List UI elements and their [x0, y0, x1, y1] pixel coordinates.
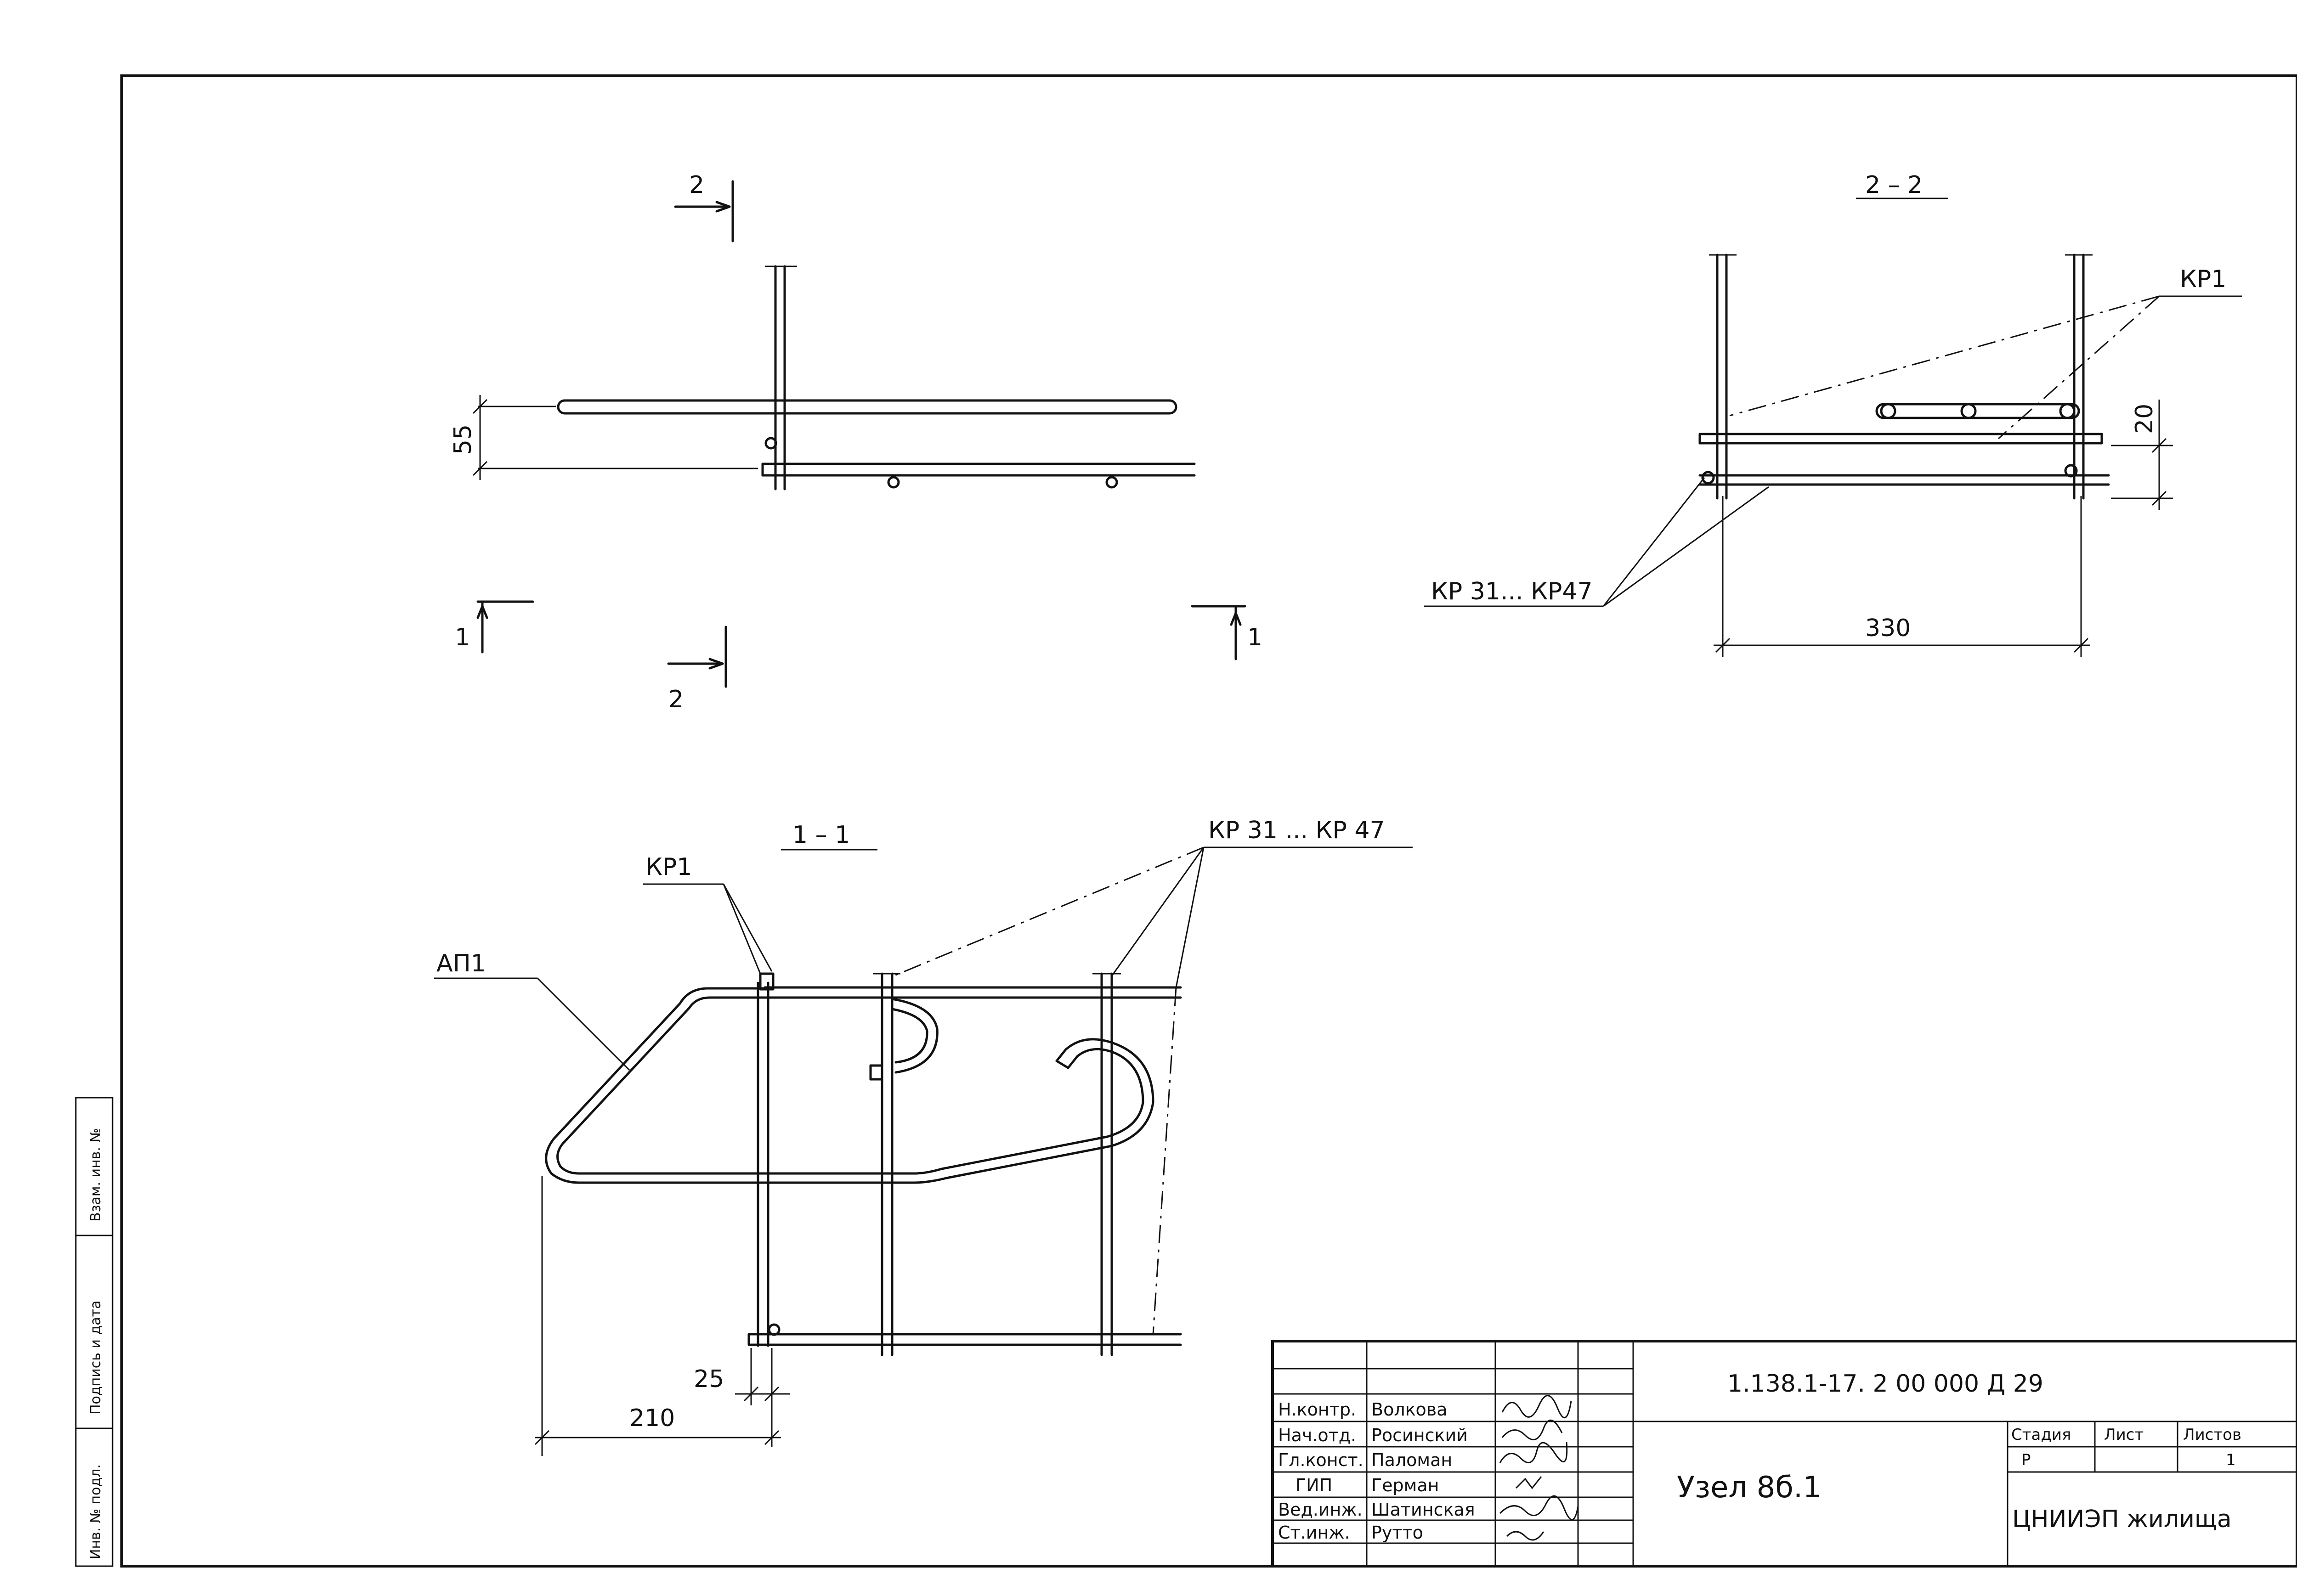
- label-kr1-right: КР1: [2180, 265, 2226, 293]
- title-block: 1.138.1-17. 2 00 000 Д 29 Узел 8б.1 Стад…: [1271, 1340, 2297, 1568]
- dim-330: 330: [1865, 615, 1911, 642]
- signature-4: [1499, 1495, 1579, 1521]
- dim-20: 20: [2131, 404, 2158, 434]
- signature-5: [1506, 1531, 1545, 1541]
- signature-0: [1501, 1395, 1572, 1419]
- section-2-2-title: 2 – 2: [1865, 171, 1923, 199]
- name-3: Герман: [1371, 1475, 1439, 1495]
- dim-25: 25: [694, 1365, 724, 1393]
- side-stamp-inv: Инв. № подл.: [88, 1464, 104, 1559]
- sheet-header: Лист: [2104, 1426, 2144, 1444]
- name-4: Шатинская: [1371, 1500, 1475, 1520]
- role-3: ГИП: [1296, 1475, 1332, 1495]
- section-1-1: 1 – 1 КР1 АП: [434, 817, 1413, 1456]
- cut-mark-1-right: 1: [1247, 624, 1262, 651]
- signature-2: [1499, 1442, 1568, 1464]
- dim-210: 210: [629, 1404, 675, 1432]
- label-kr31-kr47-left: КР 31 ... КР 47: [1208, 817, 1385, 844]
- cut-mark-2-top: 2: [689, 171, 704, 199]
- drawing-title: Узел 8б.1: [1677, 1471, 1822, 1505]
- section-2-2: 2 – 2 20 330: [1424, 171, 2242, 657]
- role-4: Вед.инж.: [1278, 1500, 1363, 1520]
- sheets-value: 1: [2226, 1451, 2236, 1469]
- plan-view: 55 2 2 1 1: [449, 171, 1262, 713]
- side-stamp-vzam: Взам. инв. №: [88, 1128, 104, 1222]
- stage-header: Стадия: [2011, 1426, 2071, 1444]
- role-1: Нач.отд.: [1278, 1425, 1356, 1445]
- name-0: Волкова: [1371, 1399, 1448, 1420]
- dim-55: 55: [449, 424, 477, 455]
- side-stamp-podpis: Подпись и дата: [88, 1301, 104, 1415]
- drawing-frame: [120, 74, 2297, 1568]
- name-2: Паломан: [1371, 1450, 1452, 1470]
- cut-mark-2-bottom: 2: [668, 686, 684, 713]
- role-0: Н.контр.: [1278, 1399, 1356, 1420]
- name-1: Росинский: [1371, 1425, 1468, 1445]
- stage-value: Р: [2021, 1451, 2031, 1469]
- role-2: Гл.конст.: [1278, 1450, 1363, 1470]
- section-1-1-title: 1 – 1: [792, 821, 850, 849]
- drawing-code: 1.138.1-17. 2 00 000 Д 29: [1727, 1370, 2043, 1398]
- signature-1: [1501, 1419, 1563, 1440]
- label-kr1-left: КР1: [645, 853, 692, 881]
- organization: ЦНИИЭП жилища: [2012, 1506, 2232, 1533]
- role-5: Ст.инж.: [1278, 1523, 1350, 1543]
- sheets-header: Листов: [2183, 1426, 2241, 1444]
- side-stamp: Взам. инв. № Подпись и дата Инв. № подл.: [75, 1097, 113, 1567]
- label-ap1: АП1: [436, 950, 486, 977]
- signature-3: [1515, 1476, 1542, 1489]
- label-kr31-kr47-right: КР 31... КР47: [1431, 578, 1593, 605]
- cut-mark-1-left: 1: [455, 624, 470, 651]
- name-5: Рутто: [1371, 1523, 1423, 1543]
